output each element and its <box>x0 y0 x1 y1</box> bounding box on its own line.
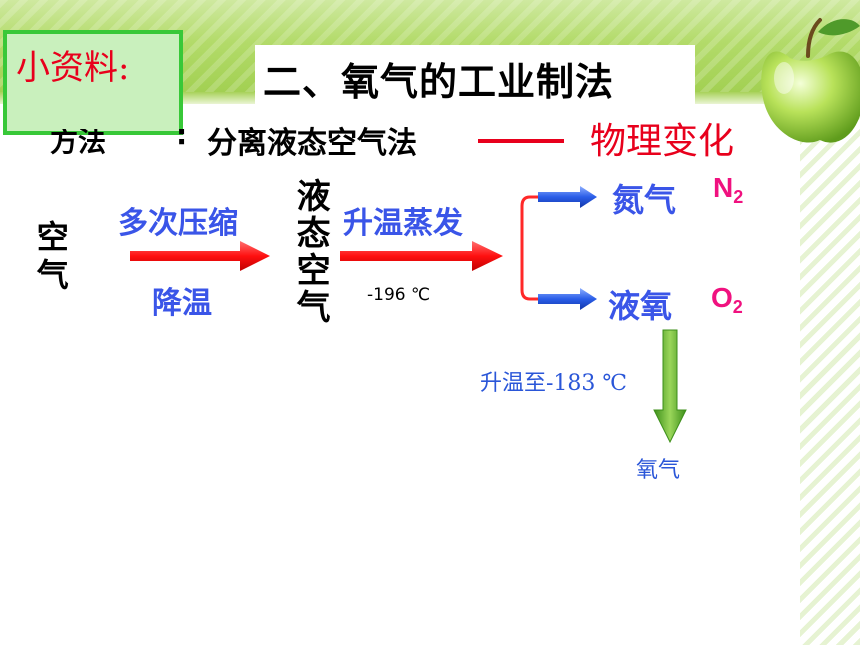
heat-down-arrow <box>653 329 687 444</box>
nitrogen-formula-sub: 2 <box>733 187 744 207</box>
right-stripe-decoration <box>800 104 860 645</box>
air-text: 空气 <box>31 220 70 296</box>
nitrogen-arrow <box>538 186 597 208</box>
heat-temperature-label: 升温至-183 ℃ <box>480 371 628 396</box>
step2-temperature: -196 ℃ <box>367 285 431 305</box>
liquid-oxygen-arrow <box>538 288 597 310</box>
info-note-label: 小资料: <box>16 48 130 88</box>
method-colon: : <box>176 118 188 151</box>
step1-bottom-label: 降温 <box>152 286 212 321</box>
evaporate-arrow <box>340 241 503 271</box>
title-box: 二、氧气的工业制法 <box>255 45 695 105</box>
oxygen-product-label: 氧气 <box>636 458 681 483</box>
method-label: 方法 <box>50 125 107 158</box>
page-title: 二、氧气的工业制法 <box>263 60 615 104</box>
nitrogen-formula-main: N <box>713 172 734 203</box>
nitrogen-label: 氮气 <box>612 181 677 219</box>
split-bracket <box>520 195 538 301</box>
info-note-box: 小资料: <box>3 30 183 135</box>
method-dash-line <box>478 139 564 143</box>
method-name: 分离液态空气法 <box>207 126 417 161</box>
oxygen-formula-main: O <box>711 282 733 313</box>
liquid-air-text: 液态空气 <box>290 178 331 326</box>
liquid-air-label: 液态空气 <box>290 178 334 326</box>
compress-arrow <box>130 241 270 271</box>
nitrogen-formula: N2 <box>713 172 743 208</box>
oxygen-formula: O2 <box>711 282 743 318</box>
change-type-label: 物理变化 <box>590 121 735 162</box>
step1-top-label: 多次压缩 <box>118 206 238 241</box>
liquid-oxygen-label: 液氧 <box>608 287 673 325</box>
oxygen-formula-sub: 2 <box>732 297 743 317</box>
step2-top-label: 升温蒸发 <box>343 206 463 241</box>
air-label: 空气 <box>32 220 72 296</box>
